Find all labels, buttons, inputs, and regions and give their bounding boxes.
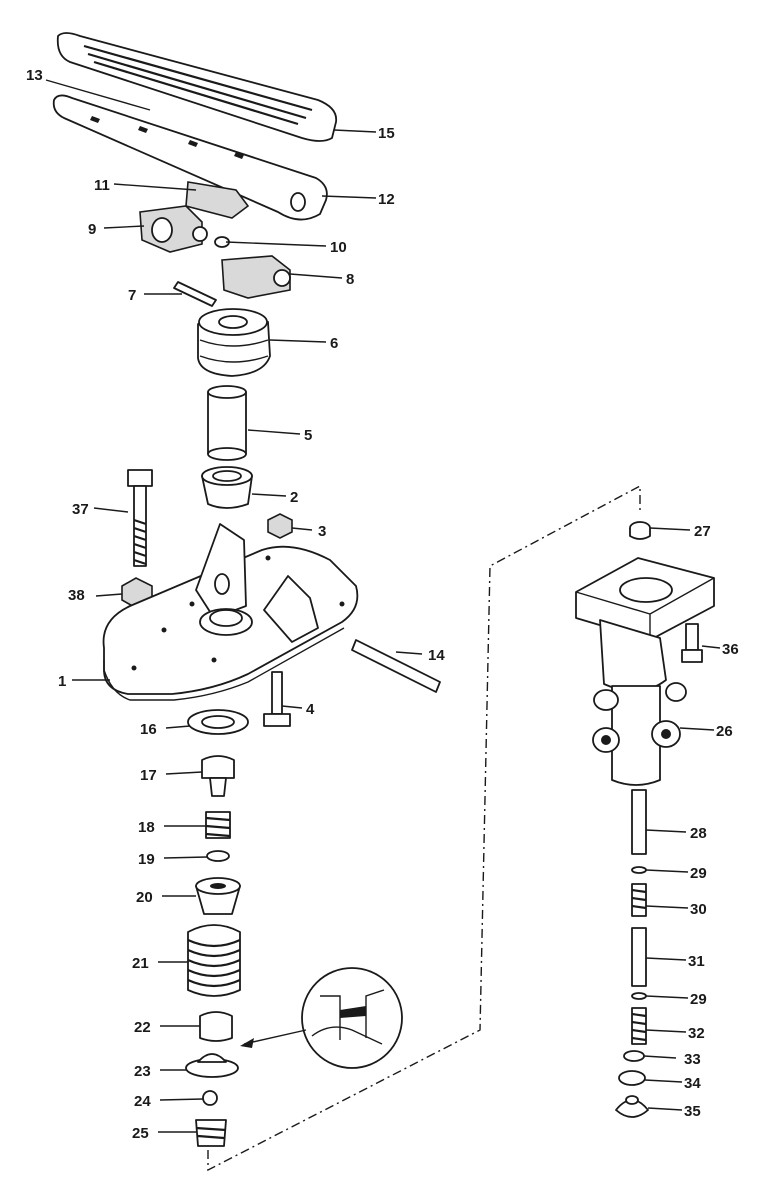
label-3: 3 [318,523,326,540]
label-27: 27 [694,523,711,540]
label-25: 25 [132,1125,149,1142]
label-36: 36 [722,641,739,658]
label-28: 28 [690,825,707,842]
part-12-pedal-arm [52,94,328,221]
part-5-plunger [207,385,247,461]
label-18: 18 [138,819,155,836]
part-24-ball [202,1090,218,1106]
label-19: 19 [138,851,155,868]
label-37: 37 [72,501,89,518]
label-12: 12 [378,191,395,208]
leader-lines [45,79,721,1133]
label-34: 34 [684,1075,701,1092]
label-16: 16 [140,721,157,738]
part-21-main-spring [187,924,241,997]
label-35: 35 [684,1103,701,1120]
part-27-nut [629,521,651,540]
part-29-oring [631,866,647,874]
detail-inset [240,967,403,1069]
label-22: 22 [134,1019,151,1036]
part-1-base-plate [102,523,359,701]
part-26-valve-body [575,557,715,786]
part-17-plug [201,755,235,797]
label-10: 10 [330,239,347,256]
part-labels: 13 15 11 12 9 10 8 7 6 5 2 3 37 38 1 14 … [26,67,739,1142]
part-8-clevis [221,255,291,299]
part-36-bolt [681,623,703,663]
label-26: 26 [716,723,733,740]
part-3-nut [267,513,293,539]
label-23: 23 [134,1063,151,1080]
part-28-piston [631,789,647,855]
part-35-cap [615,1095,649,1118]
label-38: 38 [68,587,85,604]
part-37-bolt [127,469,153,567]
part-11-pad [185,181,250,219]
part-7-pin [173,281,217,307]
label-4: 4 [306,701,315,718]
part-23-valve-seat [185,1053,239,1078]
part-34-washer [618,1070,646,1086]
label-5: 5 [304,427,312,444]
part-14-rod [351,639,441,693]
part-22-cap [199,1011,233,1042]
part-4-bolt [263,671,291,727]
part-16-washer [187,709,249,735]
label-21: 21 [132,955,149,972]
part-18-spring-seat [205,811,231,839]
part-25-plug [195,1119,227,1147]
label-24: 24 [134,1093,151,1110]
label-6: 6 [330,335,338,352]
label-2: 2 [290,489,298,506]
part-32-spring [631,1007,647,1045]
part-19-ring [206,850,230,862]
label-7: 7 [128,287,136,304]
part-30-spring [631,883,647,917]
label-13: 13 [26,67,43,84]
label-29-second: 29 [690,991,707,1008]
part-29-oring-second [631,992,647,1000]
label-30: 30 [690,901,707,918]
label-32: 32 [688,1025,705,1042]
part-6-boot [197,308,271,377]
label-9: 9 [88,221,96,238]
part-31-piston [631,927,647,987]
label-17: 17 [140,767,157,784]
dashed-connector [207,484,641,1172]
label-8: 8 [346,271,354,288]
label-33: 33 [684,1051,701,1068]
label-31: 31 [688,953,705,970]
label-20: 20 [136,889,153,906]
part-9-clevis [139,205,208,253]
part-15-pedal-pad [56,32,338,142]
label-1: 1 [58,673,66,690]
label-15: 15 [378,125,395,142]
part-2-bushing [201,466,253,509]
label-11: 11 [94,177,110,194]
label-14: 14 [428,647,445,664]
part-33-ring [623,1050,645,1062]
label-29: 29 [690,865,707,882]
part-20-cup [195,877,241,915]
